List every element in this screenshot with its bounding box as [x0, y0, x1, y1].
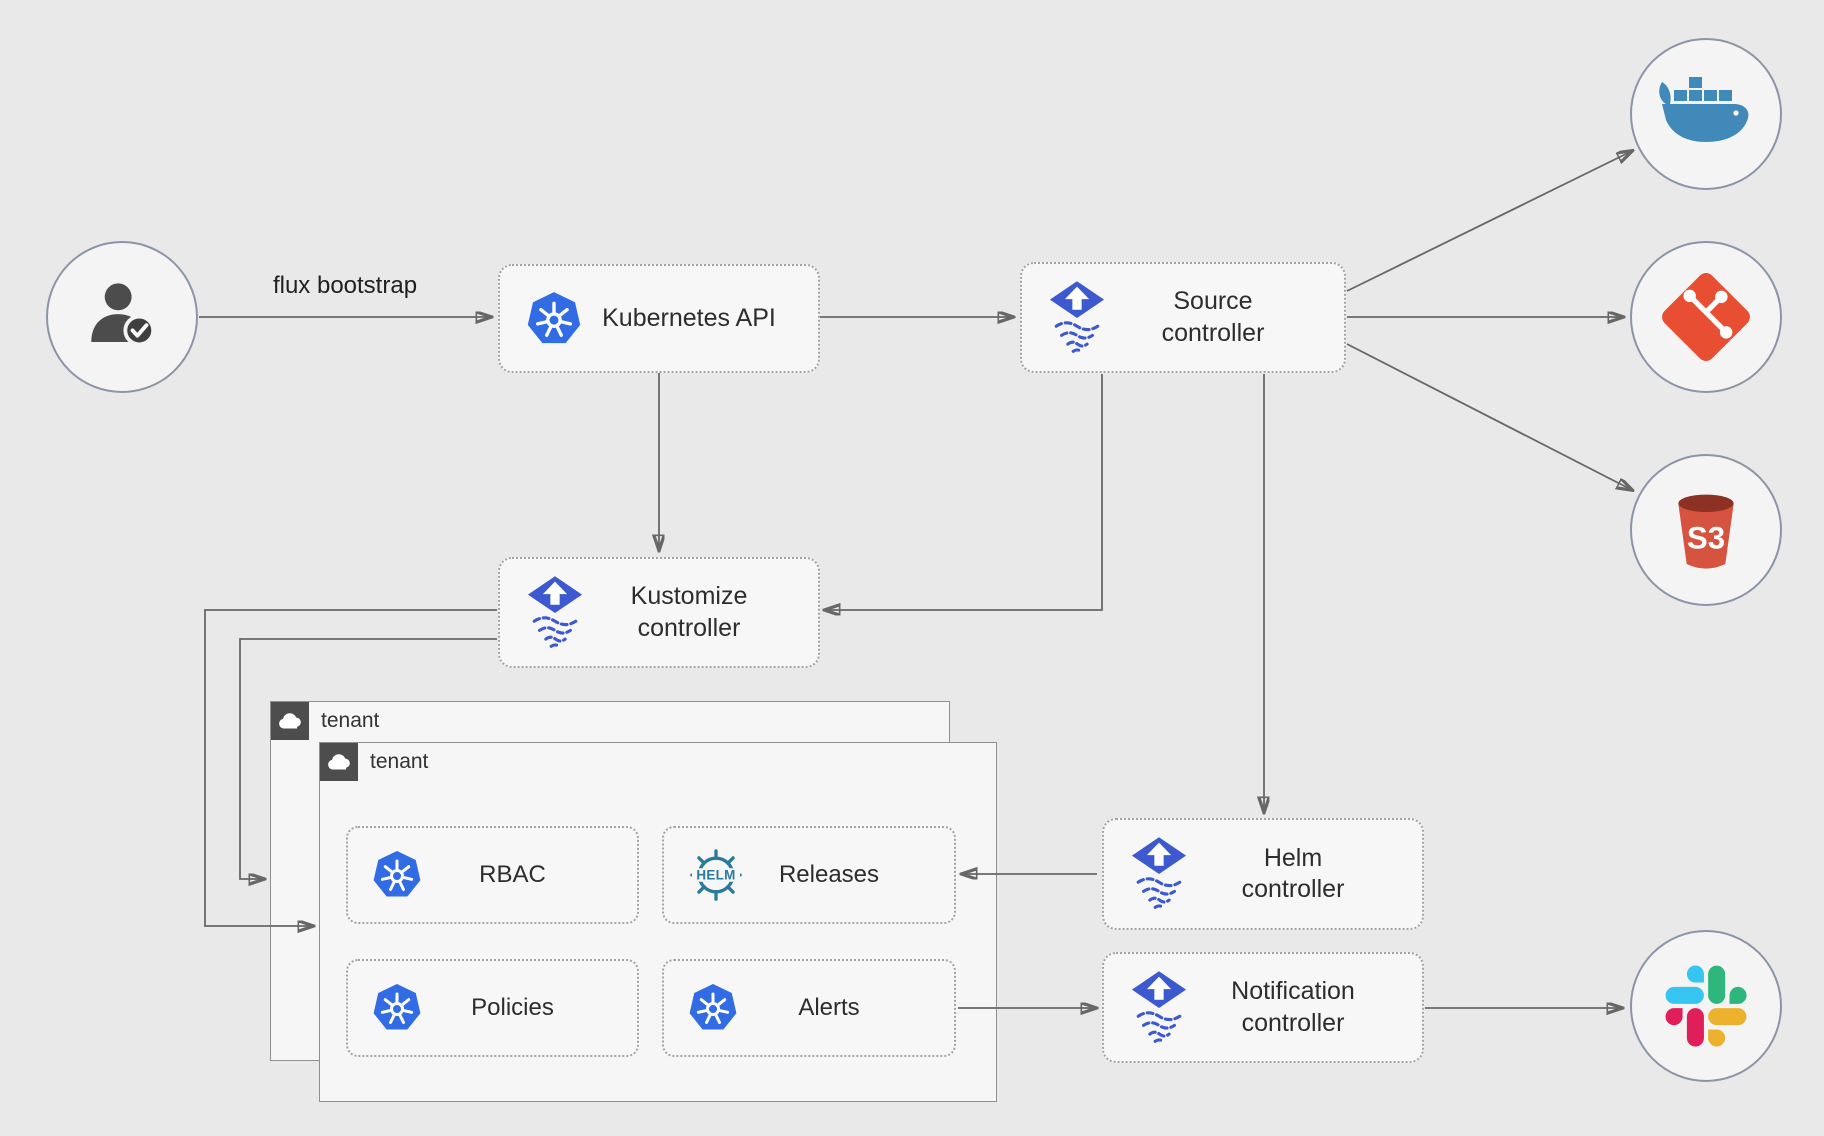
edge-source-controller-to-kustomize-controller [825, 374, 1103, 610]
git-node [1630, 241, 1782, 393]
tenant-corner-badge [320, 743, 358, 781]
node-releases: Releases [662, 826, 956, 924]
s3-icon: S3 [1678, 494, 1734, 569]
user-check-icon [91, 283, 156, 347]
s3-logo-text: S3 [1687, 520, 1725, 555]
node-label: Helm controller [1241, 843, 1345, 903]
node-kustomize-controller: Kustomize controller [498, 557, 820, 668]
node-alerts: Alerts [662, 959, 956, 1057]
slack-icon [1665, 965, 1747, 1047]
user-node [46, 241, 198, 393]
node-label: Alerts [798, 994, 860, 1021]
s3-node: S3 [1630, 454, 1782, 606]
flux-bootstrap-edge-label: flux bootstrap [272, 272, 418, 299]
docker-icon [1659, 77, 1749, 142]
node-kubernetes-api: Kubernetes API [498, 264, 820, 373]
git-icon [1662, 273, 1750, 361]
node-helm-controller: Helm controller [1102, 818, 1424, 930]
node-label: Policies [471, 994, 554, 1021]
edge-source-controller-to-docker [1346, 151, 1632, 292]
node-label: Kubernetes API [602, 303, 776, 332]
tenant-corner-badge [271, 702, 309, 740]
tenant-label: tenant [370, 750, 429, 773]
tenant-label: tenant [321, 709, 380, 732]
edge-source-controller-to-s3 [1346, 343, 1632, 490]
cloud-icon [328, 753, 350, 770]
node-label: Source controller [1161, 287, 1265, 347]
node-label: Notification controller [1231, 977, 1355, 1037]
slack-node [1630, 930, 1782, 1082]
node-policies: Policies [346, 959, 639, 1057]
node-label: Kustomize controller [630, 582, 748, 642]
node-label: RBAC [479, 861, 546, 888]
node-rbac: RBAC [346, 826, 639, 924]
node-notification-controller: Notification controller [1102, 952, 1424, 1063]
node-label: Releases [778, 861, 880, 888]
docker-node [1630, 38, 1782, 190]
cloud-icon [279, 712, 301, 729]
node-source-controller: Source controller [1020, 262, 1346, 373]
